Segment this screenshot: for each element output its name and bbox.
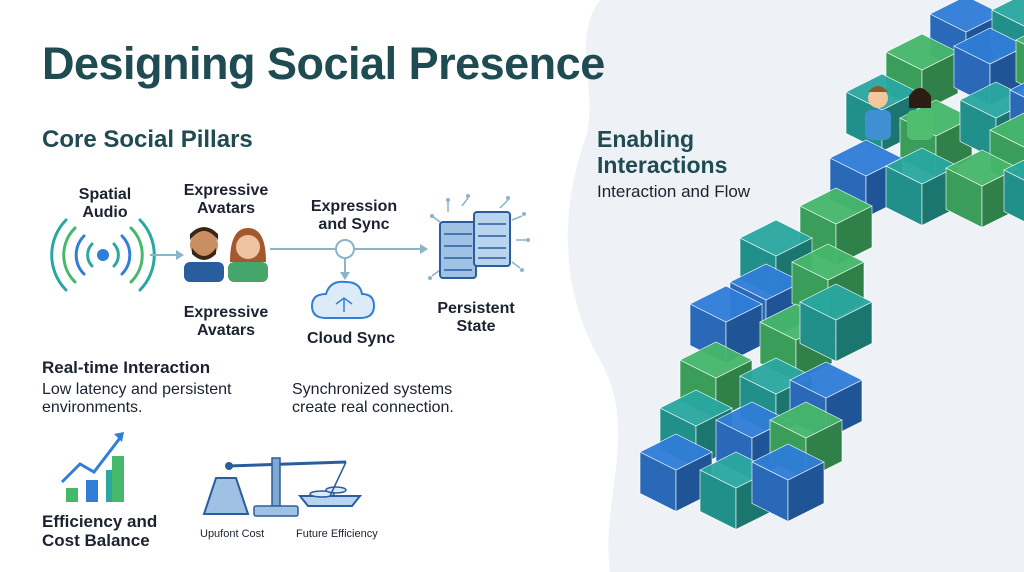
cube-top [769, 401, 843, 439]
sync-description: Synchronized systems create real connect… [292, 381, 454, 416]
people-illustration [865, 86, 933, 140]
cube-top [739, 219, 813, 257]
cube-top [789, 361, 863, 399]
avatar-woman-icon [228, 228, 268, 282]
label-expressive-avatars-bottom: Expressive Avatars [183, 304, 269, 339]
cube-top [791, 243, 865, 281]
avatar-man-icon [184, 227, 224, 282]
right-section-subtitle: Interaction and Flow [597, 182, 751, 201]
section-title-core-pillars: Core Social Pillars [42, 126, 253, 153]
cube-top [953, 27, 1024, 65]
cube-left [1015, 39, 1024, 86]
cloud-icon [310, 280, 376, 319]
label-cloud-sync: Cloud Sync [306, 330, 395, 347]
label-spatial-audio: Spatial Audio [78, 186, 132, 221]
cube-top [799, 283, 873, 321]
cube-stack-illustration [639, 0, 1024, 530]
label-future-efficiency: Future Efficiency [296, 528, 378, 540]
cube-top [1003, 159, 1024, 181]
label-expressive-avatars-top: Expressive Avatars [183, 182, 269, 217]
sound-waves-icon [50, 218, 156, 292]
arrow-head-down [340, 272, 350, 280]
cube-top [679, 341, 753, 379]
label-expression-sync: Expression and Sync [310, 198, 398, 233]
cube-top [959, 81, 1024, 119]
cube-top [799, 187, 873, 225]
cube-top [1015, 35, 1024, 45]
realtime-title: Real-time Interaction [42, 358, 211, 377]
cube-left [1003, 169, 1024, 222]
right-section-title: Enabling Interactions [597, 126, 728, 178]
label-upfront-cost: Upufont Cost [200, 528, 265, 540]
growth-chart-icon [60, 432, 124, 502]
efficiency-title: Efficiency and Cost Balance [42, 512, 158, 550]
cube-top [689, 285, 763, 323]
arrow-head [420, 244, 428, 254]
cube-top [989, 112, 1024, 148]
sync-connector [270, 239, 420, 272]
cube-top [751, 443, 825, 481]
realtime-text: Low latency and persistent environments. [42, 381, 232, 416]
cube-top [639, 433, 713, 471]
balance-scale-icon [202, 457, 363, 517]
label-persistent-state: Persistent State [437, 300, 515, 335]
flow-arrow [150, 250, 184, 260]
cube-top [659, 389, 733, 427]
slide-title: Designing Social Presence [42, 38, 605, 89]
cube-top [991, 0, 1024, 27]
cube-top [1009, 82, 1024, 98]
server-rack-icon [428, 194, 530, 280]
